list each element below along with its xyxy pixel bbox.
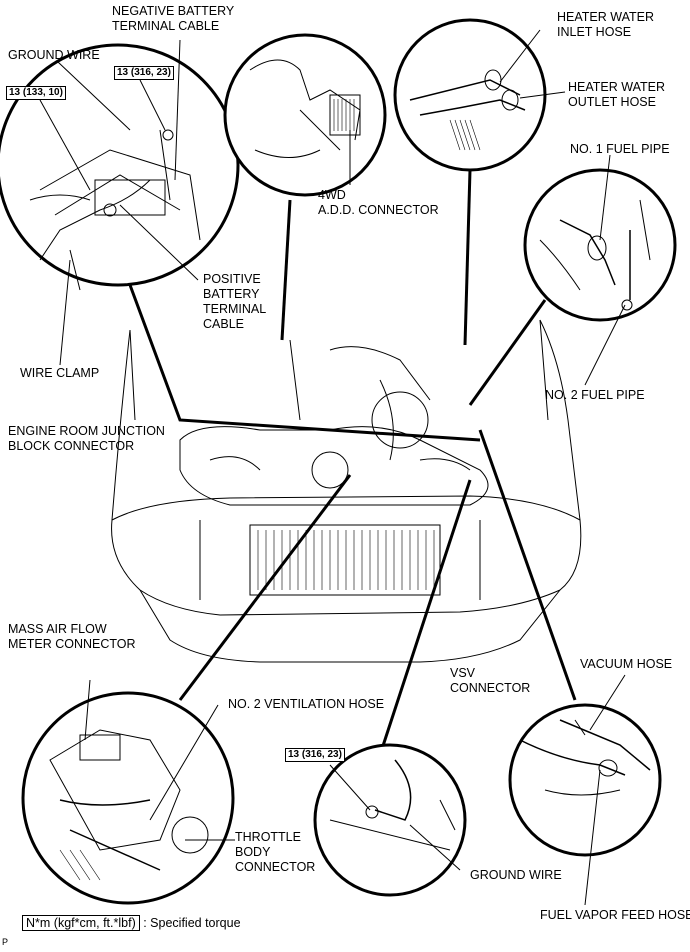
- engine-room-junction-block-connector-label: ENGINE ROOM JUNCTION BLOCK CONNECTOR: [8, 424, 165, 453]
- detail-circle-ground: [313, 743, 467, 897]
- detail-circle-heater: [393, 18, 547, 172]
- positive-battery-terminal-cable-label: POSITIVE BATTERY TERMINAL CABLE: [203, 272, 267, 331]
- torque-legend: N*m (kgf*cm, ft.*lbf) : Specified torque: [22, 915, 241, 931]
- torque-spec-top: 13 (316, 23): [114, 66, 174, 80]
- detail-circle-vacuum: [508, 703, 662, 857]
- heater-water-outlet-hose-label: HEATER WATER OUTLET HOSE: [568, 80, 665, 109]
- detail-circle-4wd: [223, 33, 387, 197]
- fuel-vapor-feed-hose-label: FUEL VAPOR FEED HOSE: [540, 908, 690, 922]
- no1-fuel-pipe-label: NO. 1 FUEL PIPE: [570, 142, 670, 156]
- torque-spec-bottom: 13 (316, 23): [285, 748, 345, 762]
- label-leaders: [39, 29, 626, 906]
- ground-wire-bottom-label: GROUND WIRE: [470, 868, 562, 882]
- legend-box: N*m (kgf*cm, ft.*lbf): [22, 915, 140, 931]
- engine-bay-outline: [111, 319, 582, 663]
- detail-circle-mass-air-flow: [21, 691, 235, 905]
- no2-fuel-pipe-label: NO. 2 FUEL PIPE: [545, 388, 645, 402]
- heater-water-inlet-hose-label: HEATER WATER INLET HOSE: [557, 10, 654, 39]
- throttle-body-connector-label: THROTTLE BODY CONNECTOR: [235, 830, 316, 874]
- no2-ventilation-hose-label: NO. 2 VENTILATION HOSE: [228, 697, 385, 711]
- vsv-connector-label: VSV CONNECTOR: [450, 666, 531, 695]
- torque-spec-left: 13 (133, 10): [6, 86, 66, 100]
- negative-battery-terminal-cable-label: NEGATIVE BATTERY TERMINAL CABLE: [112, 4, 235, 33]
- ground-wire-top-label: GROUND WIRE: [8, 48, 100, 62]
- wire-clamp-label: WIRE CLAMP: [20, 366, 100, 380]
- detail-circle-fuel-pipe: [523, 168, 677, 322]
- vacuum-hose-label: VACUUM HOSE: [580, 657, 673, 671]
- legend-text: : Specified torque: [143, 916, 241, 930]
- 4wd-add-connector-label: 4WD A.D.D. CONNECTOR: [318, 188, 439, 217]
- mass-air-flow-meter-connector-label: MASS AIR FLOW METER CONNECTOR: [8, 622, 136, 651]
- corner-mark: P: [2, 937, 9, 947]
- callout-leaders: [128, 169, 577, 756]
- detail-circle-battery: [0, 43, 240, 291]
